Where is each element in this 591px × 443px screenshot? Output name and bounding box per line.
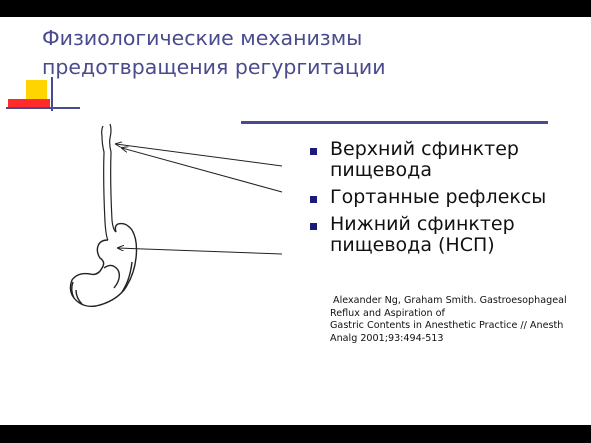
title-line-1: Физиологические механизмы — [42, 26, 363, 50]
esophagus-outline — [101, 123, 117, 241]
bullet-list: Верхний сфинктер пищевода Гортанные рефл… — [310, 139, 585, 262]
arrow-lower-sphincter — [118, 248, 283, 255]
reference-citation: Alexander Ng, Graham Smith. Gastroesopha… — [330, 295, 580, 345]
title-rule — [241, 121, 548, 124]
bullet-text: Нижний сфинктер — [330, 213, 515, 235]
reference-line-4: Analg 2001;93:494-513 — [330, 332, 444, 344]
bullet-text: Верхний сфинктер — [330, 138, 519, 160]
bullet-item-laryngeal-reflexes: Гортанные рефлексы — [310, 187, 585, 208]
reference-line-2: Reflux and Aspiration of — [330, 307, 445, 319]
decor-vertical-line — [51, 77, 53, 111]
bullet-square-icon — [310, 148, 317, 155]
decor-red-bar — [8, 99, 50, 107]
title-line-2: предотвращения регургитации — [42, 55, 386, 79]
bullet-square-icon — [310, 223, 317, 230]
bullet-item-lower-sphincter: Нижний сфинктер пищевода (НСП) — [310, 214, 585, 256]
bullet-item-upper-sphincter: Верхний сфинктер пищевода — [310, 139, 585, 181]
slide: Физиологические механизмы предотвращения… — [0, 17, 591, 425]
bullet-square-icon — [310, 196, 317, 203]
bullet-text: пищевода — [330, 159, 432, 181]
stomach-outline — [69, 222, 138, 308]
slide-title: Физиологические механизмы предотвращения… — [42, 24, 562, 82]
esophagus-stomach-diagram — [69, 123, 283, 308]
reference-line-3: Gastric Contents in Anesthetic Practice … — [330, 320, 564, 331]
decor-horizontal-line — [6, 107, 80, 109]
pointer-arrows — [116, 144, 283, 255]
bullet-text: пищевода (НСП) — [330, 234, 495, 256]
arrow-laryngeal-reflexes — [122, 148, 283, 193]
bullet-text: Гортанные рефлексы — [330, 186, 547, 208]
arrow-upper-sphincter — [116, 144, 283, 167]
reference-line-1: Alexander Ng, Graham Smith. Gastroesopha… — [333, 295, 567, 306]
